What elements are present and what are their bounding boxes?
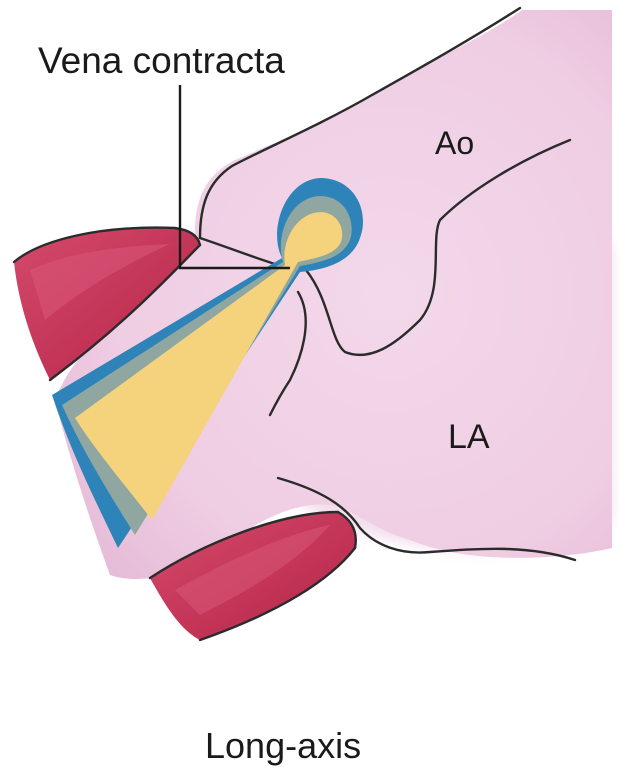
vena-contracta-label: Vena contracta: [38, 40, 285, 82]
aorta-label: Ao: [435, 125, 474, 162]
left-atrium-label: LA: [448, 418, 490, 457]
view-caption: Long-axis: [205, 725, 361, 767]
